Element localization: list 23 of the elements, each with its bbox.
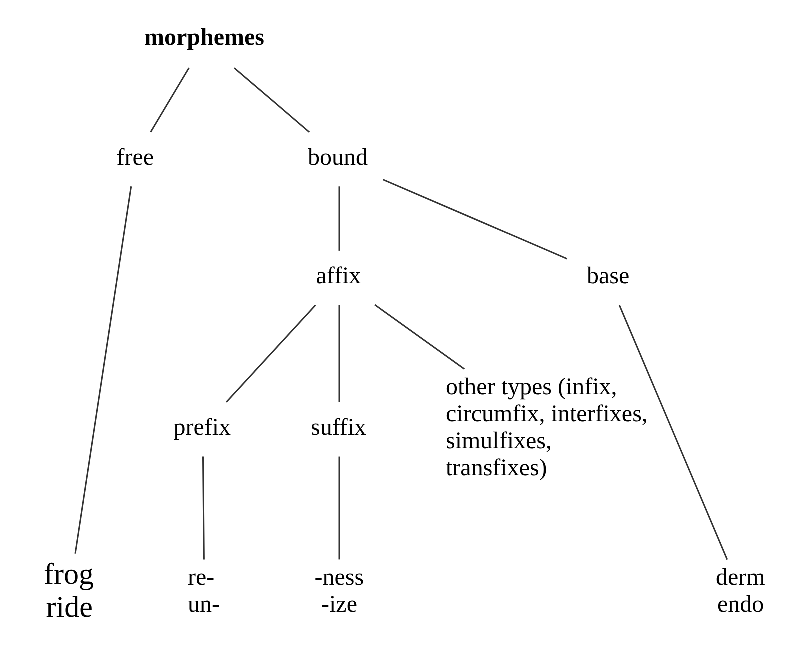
node-text: affix [316, 264, 362, 290]
node-text: morphemes [144, 25, 264, 52]
connector [338, 186, 340, 251]
connector [338, 305, 340, 402]
connector [202, 456, 205, 560]
connector [234, 68, 310, 133]
node-text: -ness -ize [314, 565, 364, 618]
connector [338, 456, 340, 560]
connector [382, 179, 568, 260]
node-text: base [587, 264, 630, 290]
node-text: re- un- [188, 565, 220, 618]
node-text: other types (infix, circumfix, interfixes, simulfixes, transfixes) [446, 374, 648, 482]
node-text: frog ride [44, 558, 94, 624]
node-text: free [116, 145, 154, 172]
node-text: derm endo [716, 565, 766, 618]
node-text: suffix [311, 415, 367, 442]
connector [226, 304, 316, 403]
connector [374, 304, 466, 370]
connector [150, 68, 190, 133]
connector [618, 305, 728, 560]
node-text: prefix [174, 415, 232, 442]
connector [74, 186, 132, 554]
node-text: bound [308, 145, 368, 172]
